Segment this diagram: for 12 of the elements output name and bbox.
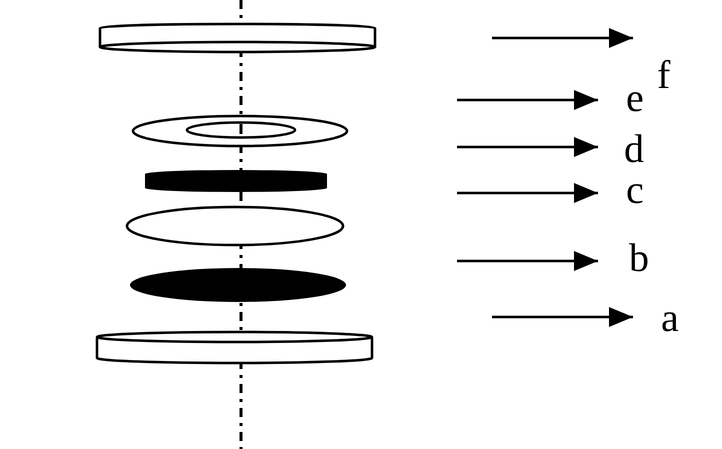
arrow — [457, 90, 598, 110]
callout-letter: d — [624, 129, 644, 169]
arrow — [457, 251, 598, 271]
callout-letter: f — [657, 55, 670, 95]
callout-letter: e — [626, 78, 644, 118]
arrow — [492, 28, 633, 48]
arrow — [457, 183, 598, 203]
callout-letter: b — [629, 238, 649, 278]
arrow — [492, 307, 633, 327]
arrow — [457, 137, 598, 157]
callout-letter: c — [626, 170, 644, 210]
callout-letter: a — [661, 298, 679, 338]
